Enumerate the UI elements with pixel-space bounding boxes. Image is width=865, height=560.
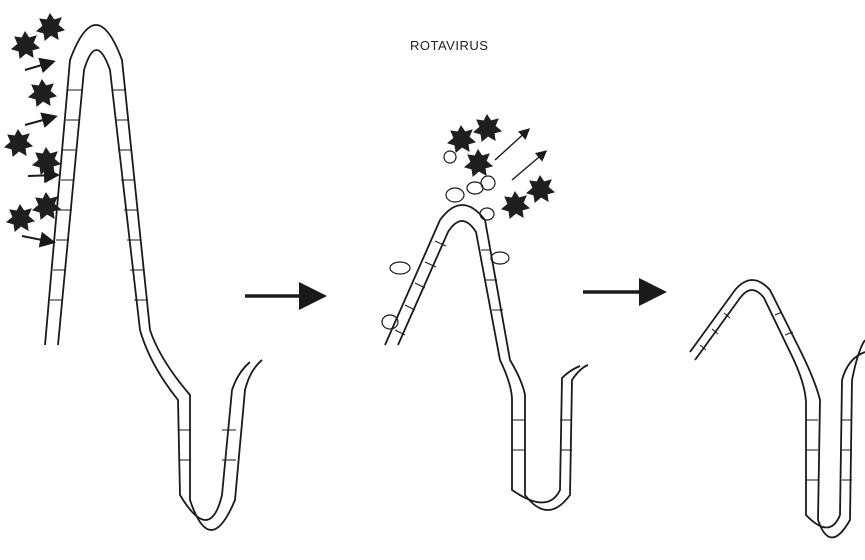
virus-particle-icon	[502, 192, 529, 218]
villus-normal-inner	[58, 50, 250, 520]
villus-damaged	[382, 151, 588, 510]
virus-particle-icon	[465, 150, 492, 176]
virus-particle-icon	[448, 126, 475, 152]
villus-regenerating	[690, 280, 865, 538]
villus-regen-outer	[690, 280, 865, 538]
virus-particle-icon	[37, 14, 64, 40]
villus-normal-outer	[45, 25, 262, 530]
virus-cluster-2	[448, 115, 554, 218]
villus-regen-inner	[695, 290, 865, 528]
villus-damaged-outer	[385, 205, 588, 510]
arrow-right-icon	[25, 117, 54, 125]
virus-particle-icon	[474, 115, 501, 141]
villus-regen-cells	[700, 312, 852, 480]
virus-particle-icon	[12, 32, 39, 58]
arrow-right-icon	[28, 175, 56, 176]
arrow-right-icon	[22, 236, 52, 242]
virus-particle-icon	[7, 205, 34, 231]
virus-particle-icon	[527, 176, 554, 202]
villus-normal-cells	[50, 90, 236, 460]
villus-damaged-inner	[398, 221, 580, 503]
arrow-right-icon	[495, 130, 528, 160]
villus-normal	[45, 25, 262, 530]
virus-particle-icon	[33, 148, 60, 174]
virus-particle-icon	[29, 80, 56, 106]
arrow-right-icon	[25, 62, 52, 70]
virus-arrows-2	[495, 130, 545, 180]
virus-particle-icon	[5, 130, 32, 156]
